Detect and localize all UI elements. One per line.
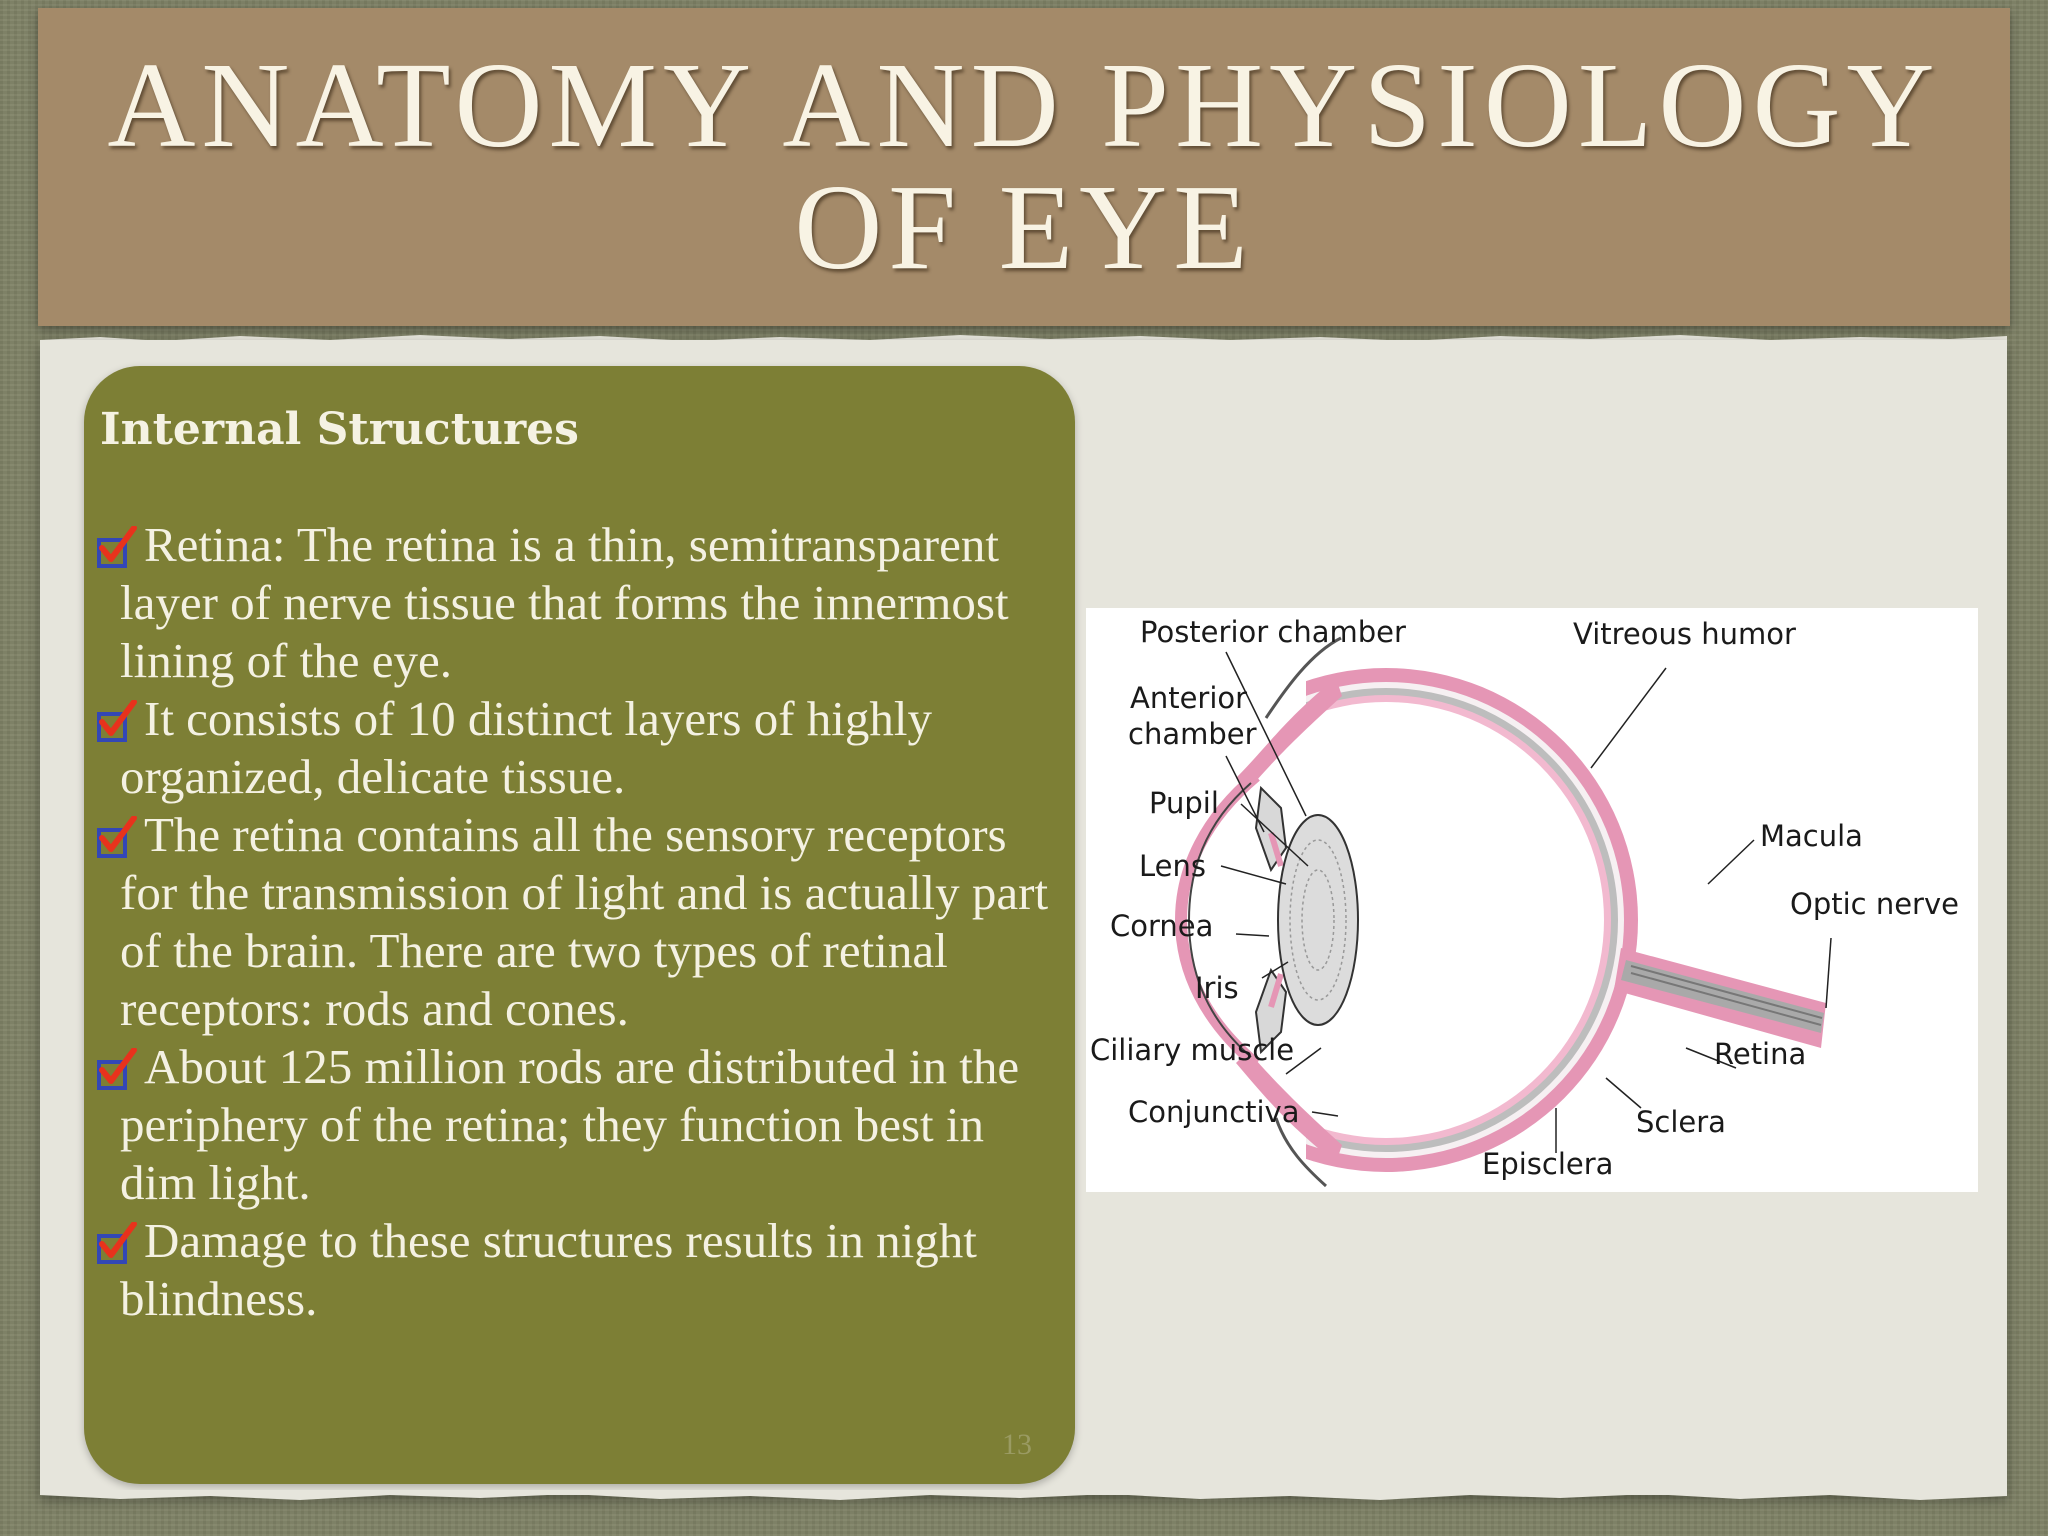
paper-torn-edge-bottom bbox=[40, 1490, 2007, 1500]
title-banner: ANATOMY AND PHYSIOLOGY OF EYE bbox=[38, 8, 2010, 326]
bullet-list: Retina: The retina is a thin, semitransp… bbox=[96, 516, 1071, 1328]
label-pupil: Pupil bbox=[1149, 786, 1219, 820]
label-anterior-chamber: Anterior bbox=[1130, 681, 1247, 715]
bullet-item: About 125 million rods are distributed i… bbox=[96, 1038, 1071, 1212]
optic-nerve bbox=[1614, 948, 1826, 1048]
bullet-text: The retina contains all the sensory rece… bbox=[120, 807, 1049, 1036]
label-optic-nerve: Optic nerve bbox=[1790, 887, 1959, 921]
label-macula: Macula bbox=[1760, 819, 1863, 853]
sclera-front bbox=[1236, 678, 1342, 790]
section-heading: Internal Structures bbox=[100, 404, 579, 455]
bullet-text: Retina: The retina is a thin, semitransp… bbox=[120, 517, 1009, 688]
checkbox-check-icon bbox=[97, 526, 137, 568]
checkbox-check-icon bbox=[97, 1222, 137, 1264]
bullet-item: Retina: The retina is a thin, semitransp… bbox=[96, 516, 1071, 690]
bullet-item: It consists of 10 distinct layers of hig… bbox=[96, 690, 1071, 806]
page-number: 13 bbox=[1002, 1428, 1032, 1461]
slide-title: ANATOMY AND PHYSIOLOGY OF EYE bbox=[107, 38, 1941, 295]
text-panel bbox=[84, 366, 1075, 1484]
label-vitreous-humor: Vitreous humor bbox=[1573, 617, 1796, 651]
label-sclera: Sclera bbox=[1636, 1105, 1726, 1139]
conjunctiva-lower bbox=[1274, 1117, 1328, 1188]
label-ciliary-muscle: Ciliary muscle bbox=[1090, 1033, 1294, 1067]
eye-anatomy-diagram: Posterior chamber Vitreous humor Anterio… bbox=[1086, 608, 1978, 1192]
bullet-item: Damage to these structures results in ni… bbox=[96, 1212, 1071, 1328]
lens bbox=[1277, 814, 1359, 1026]
leader-lines bbox=[1220, 651, 1832, 1153]
sclera-front-lower bbox=[1236, 1051, 1342, 1163]
bullet-text: Damage to these structures results in ni… bbox=[120, 1213, 977, 1326]
checkbox-check-icon bbox=[97, 1048, 137, 1090]
label-cornea: Cornea bbox=[1110, 909, 1213, 943]
label-posterior-chamber: Posterior chamber bbox=[1140, 615, 1406, 649]
label-episclera: Episclera bbox=[1482, 1147, 1613, 1181]
label-conjunctiva: Conjunctiva bbox=[1128, 1095, 1300, 1129]
label-lens: Lens bbox=[1139, 849, 1206, 883]
cornea bbox=[1174, 771, 1260, 1069]
checkbox-check-icon bbox=[97, 816, 137, 858]
label-retina: Retina bbox=[1714, 1037, 1806, 1071]
checkbox-check-icon bbox=[97, 700, 137, 742]
iris bbox=[1254, 785, 1288, 1055]
label-iris: Iris bbox=[1195, 971, 1239, 1005]
bullet-text: It consists of 10 distinct layers of hig… bbox=[120, 691, 932, 804]
bullet-text: About 125 million rods are distributed i… bbox=[120, 1039, 1020, 1210]
label-anterior-chamber-2: chamber bbox=[1128, 717, 1257, 751]
bullet-item: The retina contains all the sensory rece… bbox=[96, 806, 1071, 1038]
conjunctiva-upper bbox=[1264, 636, 1342, 719]
